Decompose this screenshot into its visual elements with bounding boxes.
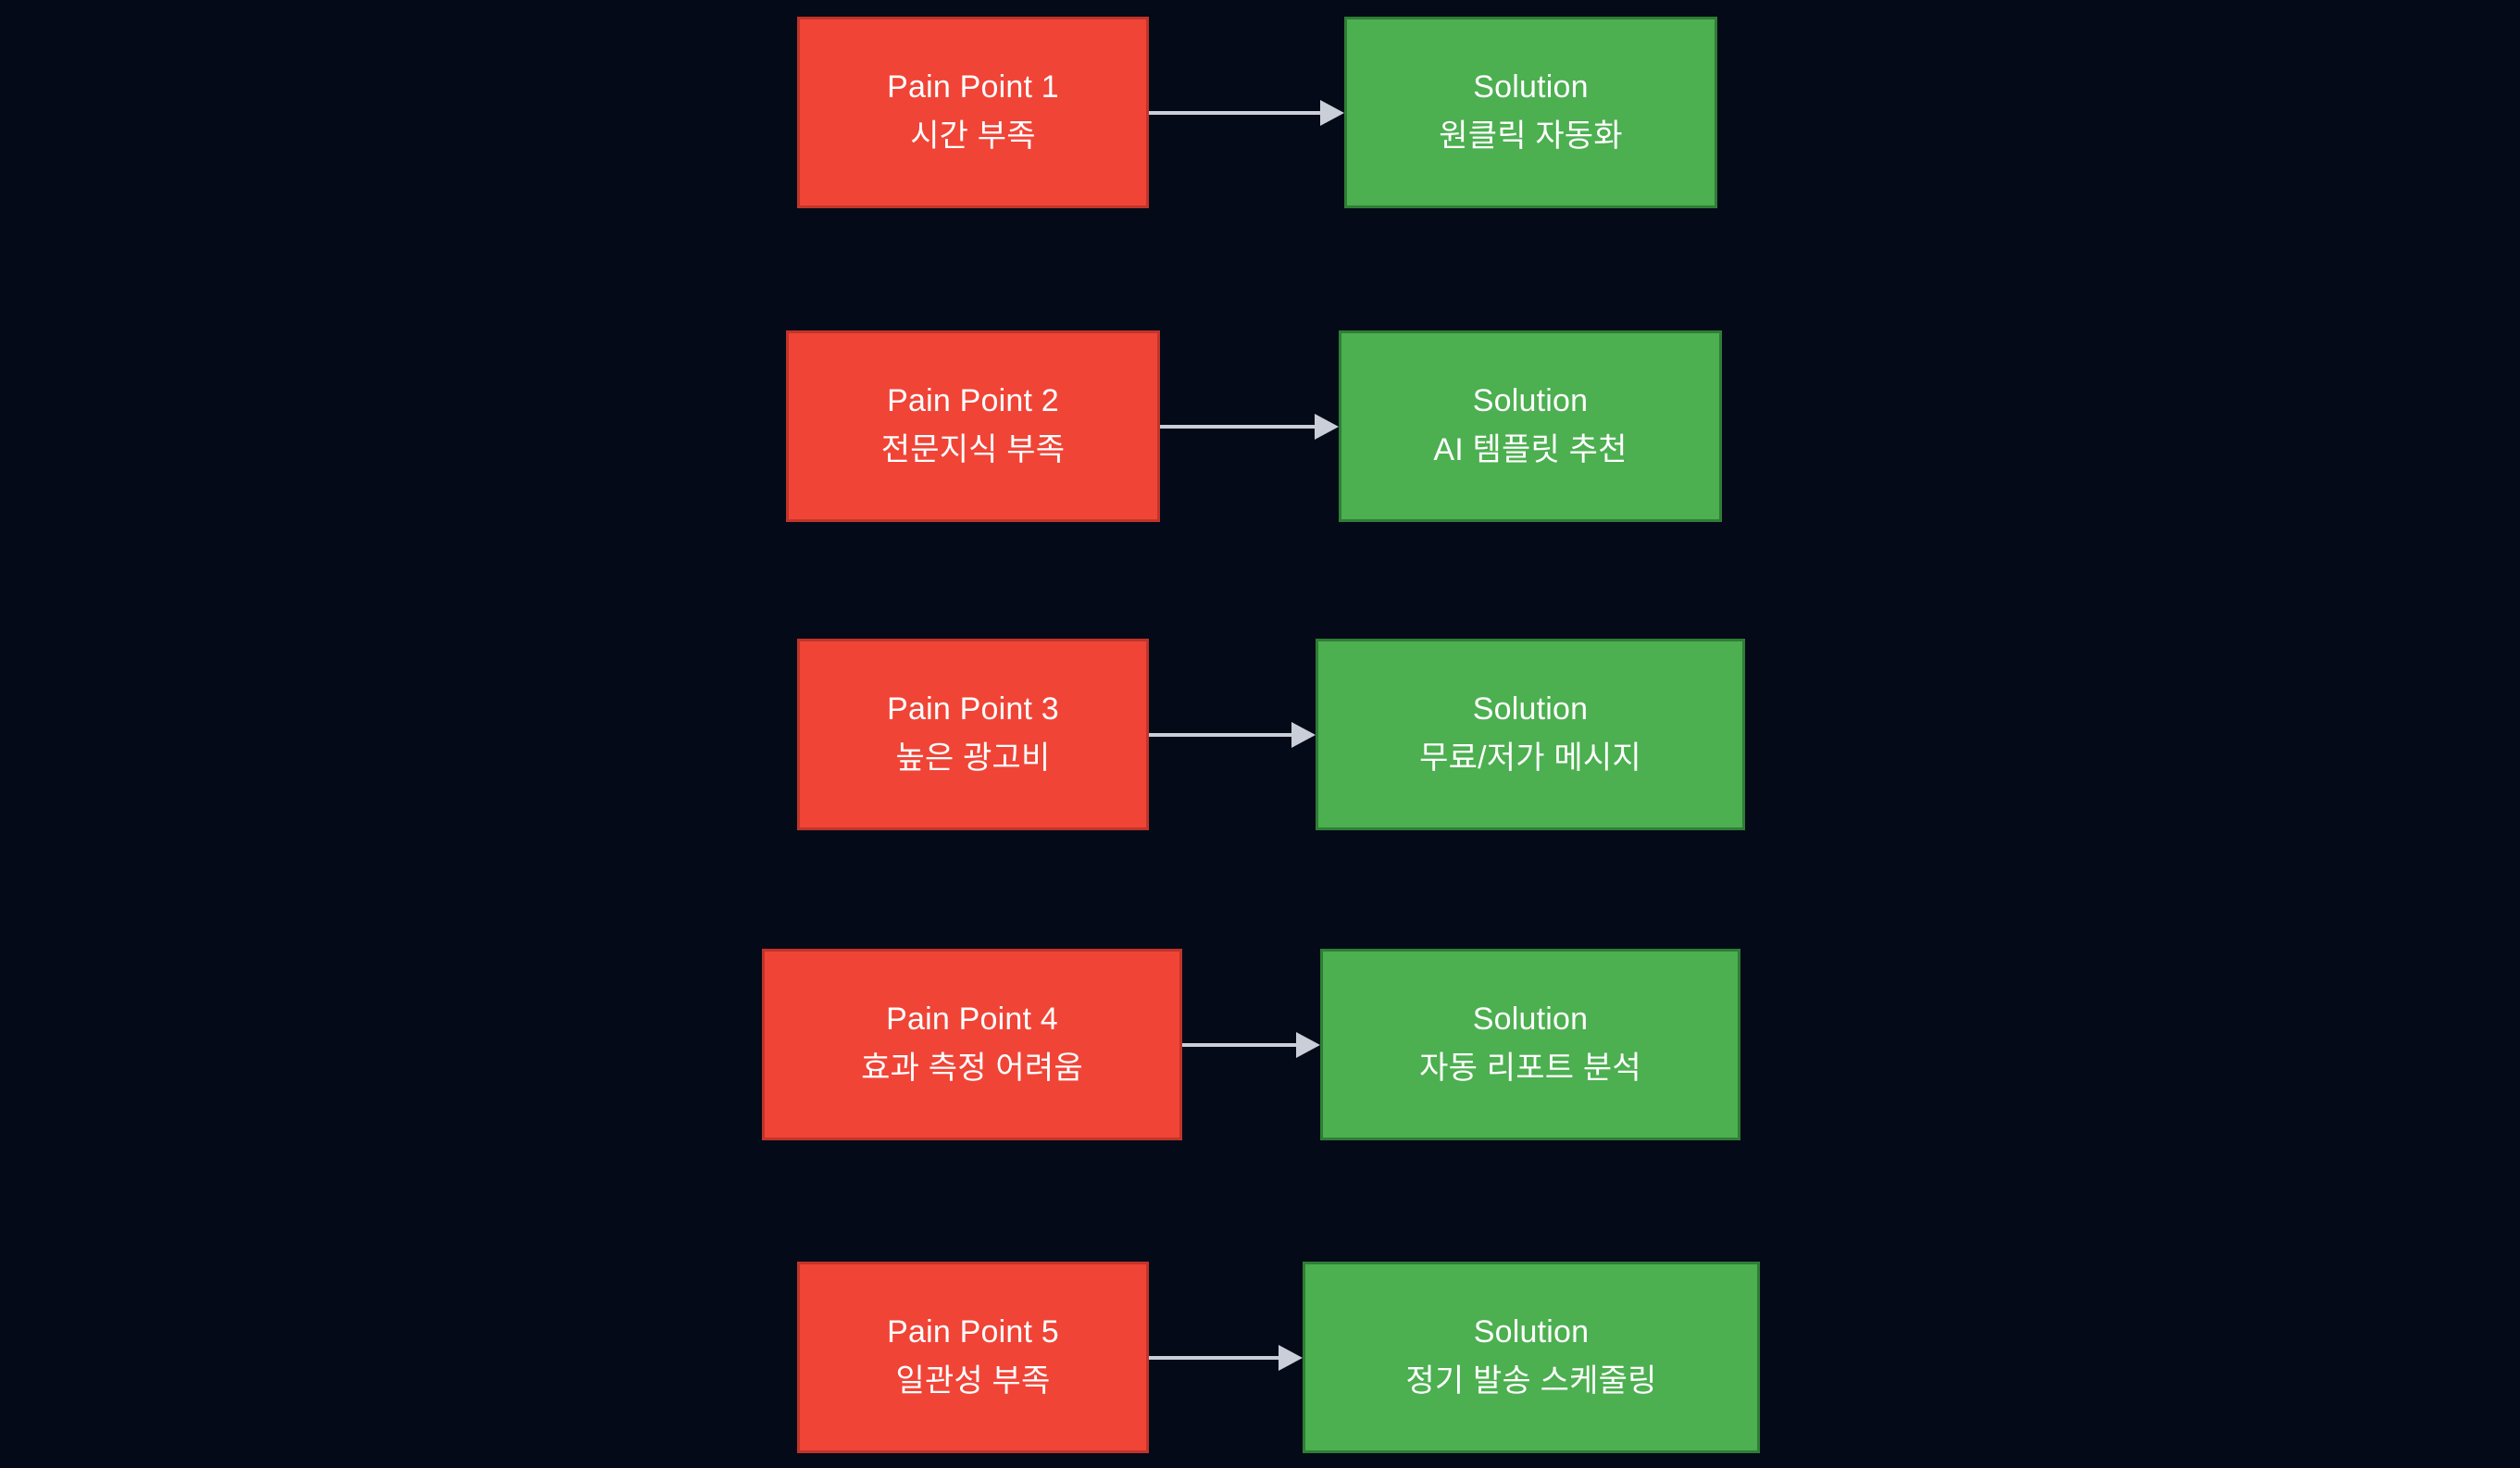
arrow-shaft-1 xyxy=(1149,111,1320,115)
arrow-shaft-3 xyxy=(1149,733,1291,737)
solution-title-3: Solution xyxy=(1472,691,1589,728)
solution-node-1[interactable]: Solution 원클릭 자동화 xyxy=(1344,17,1717,208)
arrow-head-icon-5 xyxy=(1279,1345,1303,1371)
arrow-shaft-2 xyxy=(1160,425,1315,429)
arrow-head-icon-3 xyxy=(1291,722,1316,748)
pain-point-node-1[interactable]: Pain Point 1 시간 부족 xyxy=(797,17,1149,208)
solution-node-4[interactable]: Solution 자동 리포트 분석 xyxy=(1320,949,1740,1140)
solution-title-1: Solution xyxy=(1473,69,1589,106)
pain-point-detail-4: 효과 측정 어려움 xyxy=(861,1051,1083,1086)
solution-node-3[interactable]: Solution 무료/저가 메시지 xyxy=(1316,639,1745,830)
pain-point-title-4: Pain Point 4 xyxy=(886,1001,1058,1038)
pain-point-detail-2: 전문지식 부족 xyxy=(880,432,1066,467)
solution-detail-2: AI 템플릿 추천 xyxy=(1433,432,1628,467)
solution-detail-4: 자동 리포트 분석 xyxy=(1419,1051,1641,1086)
solution-node-5[interactable]: Solution 정기 발송 스케줄링 xyxy=(1303,1262,1760,1453)
arrow-head-icon-4 xyxy=(1296,1032,1320,1058)
solution-title-2: Solution xyxy=(1472,383,1589,419)
solution-node-2[interactable]: Solution AI 템플릿 추천 xyxy=(1339,330,1722,522)
pain-point-title-5: Pain Point 5 xyxy=(887,1314,1059,1350)
pain-point-title-3: Pain Point 3 xyxy=(887,691,1059,728)
solution-title-5: Solution xyxy=(1473,1314,1590,1350)
solution-detail-1: 원클릭 자동화 xyxy=(1439,118,1623,154)
pain-point-node-3[interactable]: Pain Point 3 높은 광고비 xyxy=(797,639,1149,830)
solution-detail-3: 무료/저가 메시지 xyxy=(1419,740,1641,776)
arrow-head-icon-2 xyxy=(1315,414,1339,440)
pain-point-detail-3: 높은 광고비 xyxy=(895,740,1051,776)
pain-point-node-4[interactable]: Pain Point 4 효과 측정 어려움 xyxy=(762,949,1182,1140)
pain-point-detail-5: 일관성 부족 xyxy=(895,1363,1051,1399)
pain-point-detail-1: 시간 부족 xyxy=(910,118,1036,154)
pain-point-title-2: Pain Point 2 xyxy=(887,383,1059,419)
arrow-head-icon-1 xyxy=(1320,100,1344,126)
arrow-shaft-5 xyxy=(1149,1356,1279,1360)
pain-point-node-2[interactable]: Pain Point 2 전문지식 부족 xyxy=(786,330,1160,522)
solution-detail-5: 정기 발송 스케줄링 xyxy=(1405,1363,1657,1399)
pain-point-title-1: Pain Point 1 xyxy=(887,69,1059,106)
arrow-shaft-4 xyxy=(1182,1043,1296,1047)
pain-point-node-5[interactable]: Pain Point 5 일관성 부족 xyxy=(797,1262,1149,1453)
solution-title-4: Solution xyxy=(1472,1001,1589,1038)
